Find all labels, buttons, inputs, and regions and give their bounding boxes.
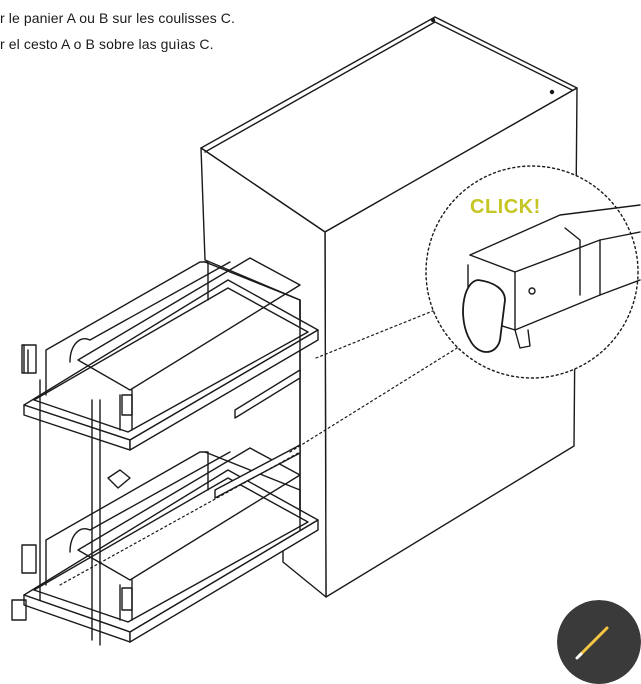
click-label: CLICK! <box>470 196 541 218</box>
assembly-illustration <box>11 16 641 646</box>
edit-badge[interactable] <box>557 600 641 684</box>
instruction-line-fr: r le panier A ou B sur les coulisses C. <box>0 10 236 26</box>
guide-lines <box>59 299 471 586</box>
zoom-callout <box>425 165 641 379</box>
instruction-line-es: r el cesto A o B sobre las guìas C. <box>0 36 214 52</box>
frame-posts <box>39 299 301 646</box>
pencil-icon <box>557 600 641 684</box>
lower-basket <box>11 447 319 643</box>
badge-circle <box>557 600 641 684</box>
